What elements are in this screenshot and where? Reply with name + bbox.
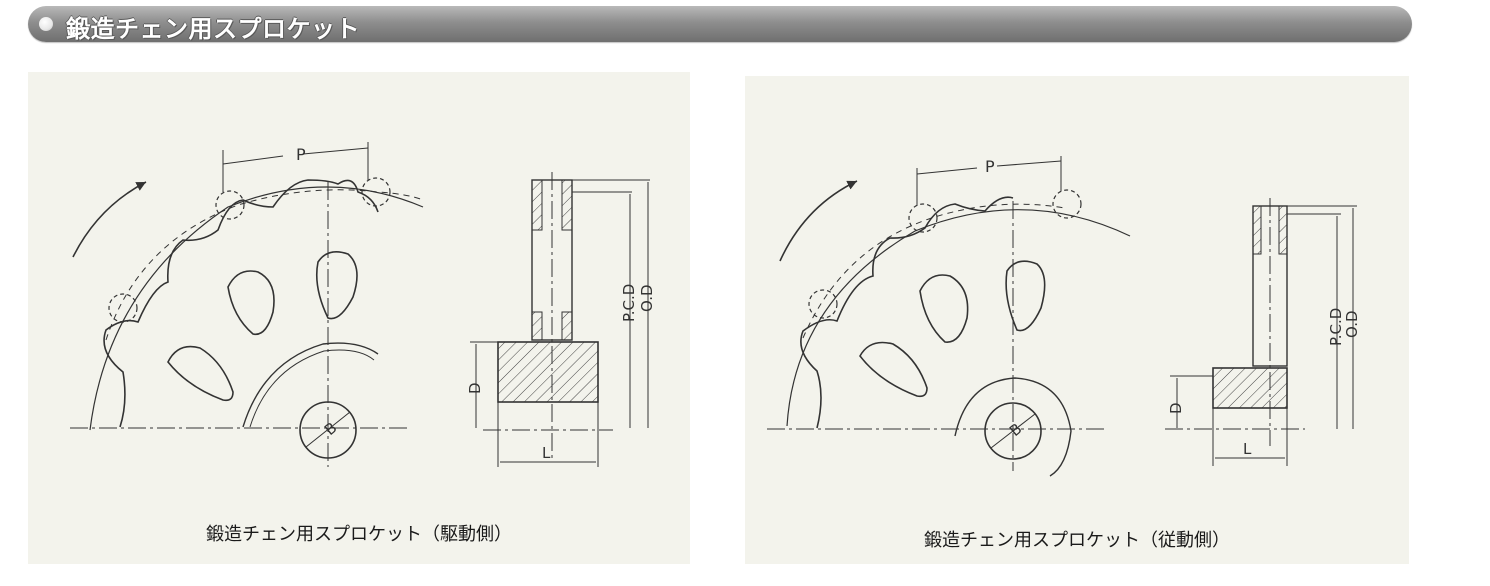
hub-diameter-label: D <box>1167 402 1185 414</box>
pcd-label: P.C.D <box>1327 308 1345 346</box>
driven-side-caption: 鍛造チェン用スプロケット（従動側） <box>924 530 1230 551</box>
rotation-arrow-icon <box>779 180 858 262</box>
drive-side-diagram-panel: P B P.C.D O.D D L 鍛造チェン用スプロケット（駆動側） <box>28 72 690 564</box>
drive-side-caption: 鍛造チェン用スプロケット（駆動側） <box>206 524 512 545</box>
bore-label: B <box>1006 420 1025 440</box>
section-title: 鍛造チェン用スプロケット <box>66 15 360 43</box>
pitch-label: P <box>296 145 306 164</box>
pcd-label: P.C.D <box>620 284 638 322</box>
bullet-icon <box>39 17 53 31</box>
od-label: O.D <box>638 284 656 312</box>
pitch-label: P <box>985 157 995 176</box>
drive-side-sprocket-drawing: P B P.C.D O.D D L <box>70 142 656 467</box>
hub-diameter-label: D <box>466 382 484 394</box>
driven-side-sprocket-drawing: P B P.C.D O.D D L <box>767 156 1361 477</box>
section-header: 鍛造チェン用スプロケット <box>28 6 1412 43</box>
length-label: L <box>542 444 551 462</box>
od-label: O.D <box>1343 310 1361 338</box>
driven-side-diagram-panel: P B P.C.D O.D D L 鍛造チェン用スプロケット（従動側） <box>745 76 1409 564</box>
length-label: L <box>1243 440 1252 458</box>
rotation-arrow-icon <box>72 181 147 258</box>
